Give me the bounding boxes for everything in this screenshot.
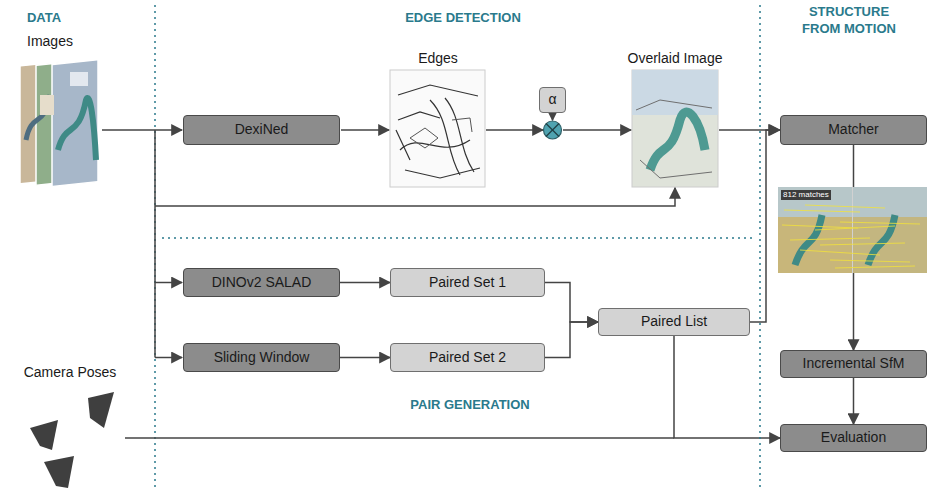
multiply-symbol xyxy=(546,124,559,137)
data-flow-wire xyxy=(486,129,543,131)
section-title: PAIR GENERATION xyxy=(385,396,555,413)
flow-connector xyxy=(853,378,855,424)
process-box: DexiNed xyxy=(183,115,340,145)
match-image xyxy=(853,187,927,217)
section-divider xyxy=(759,5,761,490)
camera-pose-icon xyxy=(30,392,114,488)
data-flow-wire xyxy=(125,437,674,439)
data-box: Paired List xyxy=(598,308,750,336)
section-title: STRUCTURE FROM MOTION xyxy=(795,3,903,37)
overlaid-image xyxy=(650,112,705,170)
data-box: Paired Set 1 xyxy=(390,268,545,297)
node-label: Matcher xyxy=(828,122,879,137)
multiply-symbol xyxy=(544,121,562,139)
edge-map-image xyxy=(410,118,472,148)
process-box: Incremental SfM xyxy=(780,350,927,378)
image-caption: Camera Poses xyxy=(8,364,132,381)
node-label: DINOv2 SALAD xyxy=(212,275,312,290)
image-stack xyxy=(52,60,98,187)
match-image xyxy=(782,205,920,268)
match-image xyxy=(778,187,927,273)
edge-map-image xyxy=(390,70,485,187)
edge-map-image xyxy=(390,70,485,187)
data-flow-wire xyxy=(154,130,156,358)
multiply-symbol xyxy=(546,124,559,137)
data-flow-wire xyxy=(102,114,779,438)
node-label: Evaluation xyxy=(821,430,886,445)
process-box: Matcher xyxy=(780,115,927,145)
flow-connector xyxy=(545,283,598,323)
node-label: Paired List xyxy=(641,314,707,329)
flow-connector xyxy=(545,322,598,358)
overlaid-image xyxy=(632,70,718,187)
data-flow-wire xyxy=(155,188,675,206)
image-caption: Edges xyxy=(398,50,478,67)
overlaid-image xyxy=(632,70,718,187)
edge-map-image xyxy=(396,85,480,178)
data-flow-wire xyxy=(552,114,554,120)
parameter-box: α xyxy=(539,87,566,113)
section-divider xyxy=(155,5,760,490)
data-flow-wire xyxy=(341,129,389,131)
match-count: 812 matches xyxy=(781,190,831,200)
camera-pose-icon xyxy=(88,392,114,428)
flow-connector xyxy=(750,130,780,322)
data-flow-wire xyxy=(102,129,182,131)
overlaid-image xyxy=(632,70,718,115)
node-label: Incremental SfM xyxy=(803,356,905,371)
multiply-symbol xyxy=(544,121,562,139)
data-flow-wire xyxy=(563,129,631,131)
section-title: DATA xyxy=(14,9,74,26)
flow-connector xyxy=(674,336,780,438)
node-label: Sliding Window xyxy=(214,350,310,365)
camera-pose-icon xyxy=(30,420,58,450)
node-label: Paired Set 2 xyxy=(429,350,506,365)
data-flow-wire xyxy=(155,357,182,359)
overlaid-image xyxy=(636,100,712,178)
process-box: DINOv2 SALAD xyxy=(183,268,340,297)
image-stack xyxy=(20,60,98,187)
data-box: Paired Set 2 xyxy=(390,343,545,372)
image-stack xyxy=(40,95,54,115)
section-title: EDGE DETECTION xyxy=(378,9,548,26)
camera-pose-icon xyxy=(44,456,74,488)
section-divider xyxy=(162,237,755,239)
process-box: Evaluation xyxy=(780,424,927,452)
image-caption: Overlaid Image xyxy=(610,50,740,67)
node-label: α xyxy=(548,92,556,107)
section-divider xyxy=(154,5,156,490)
image-stack xyxy=(58,98,96,160)
flow-connector xyxy=(340,282,390,284)
image-caption: Images xyxy=(18,33,82,50)
match-image xyxy=(778,187,852,217)
flow-connector xyxy=(340,357,390,359)
process-box: Sliding Window xyxy=(183,343,340,372)
node-label: Paired Set 1 xyxy=(429,275,506,290)
data-flow-wire xyxy=(719,129,779,131)
image-stack xyxy=(70,72,88,86)
data-flow-wire xyxy=(155,282,182,284)
node-label: DexiNed xyxy=(235,122,289,137)
